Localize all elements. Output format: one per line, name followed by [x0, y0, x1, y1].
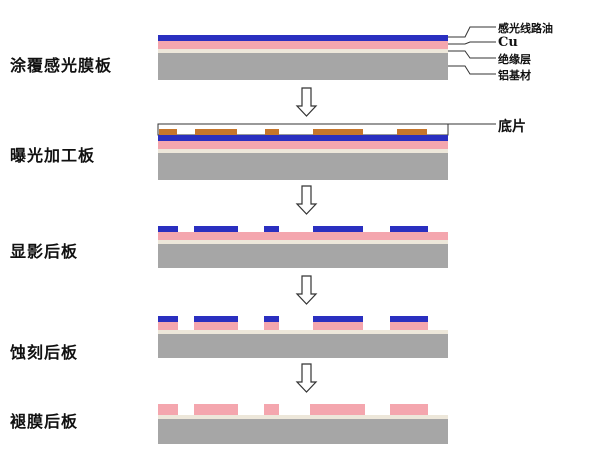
legend-film: 底片 — [498, 119, 526, 135]
legend-copper: Cu — [498, 35, 518, 50]
legend-aluminum: 铝基材 — [498, 69, 531, 82]
resist-pattern — [313, 316, 363, 322]
film-mask-segment — [195, 129, 237, 135]
step5-insulation-layer — [158, 415, 448, 419]
resist-pattern — [264, 316, 279, 322]
step4-aluminum-layer — [158, 334, 448, 358]
copper-trace — [158, 322, 178, 330]
copper-trace — [264, 322, 279, 330]
film-mask-segment — [159, 129, 177, 135]
step3-copper-layer — [158, 232, 448, 240]
arrow-down-icon — [295, 87, 318, 117]
step2-copper-layer — [158, 141, 448, 149]
leader-insulation — [448, 50, 496, 59]
copper-trace — [390, 322, 428, 330]
leader-aluminum — [448, 65, 496, 75]
copper-trace — [264, 404, 279, 415]
copper-trace — [313, 322, 363, 330]
step-label-stripped: 褪膜后板 — [10, 412, 79, 431]
step4-board — [158, 316, 448, 358]
step2-board — [157, 123, 449, 180]
copper-trace — [194, 322, 238, 330]
leader-photoresist — [448, 26, 496, 38]
arrow-down-icon — [295, 275, 318, 305]
step1-copper-layer — [158, 41, 448, 49]
legend-insulation: 绝缘层 — [498, 53, 531, 66]
resist-pattern — [390, 226, 428, 232]
resist-pattern — [194, 316, 238, 322]
step3-aluminum-layer — [158, 244, 448, 268]
copper-trace — [194, 404, 238, 415]
step-label-coating: 涂覆感光膜板 — [10, 56, 113, 75]
step3-board — [158, 226, 448, 268]
copper-trace — [310, 404, 365, 415]
step1-insulation-layer — [158, 49, 448, 53]
legend-leaders — [448, 26, 496, 125]
step2-photoresist-layer — [158, 135, 448, 141]
film-mask-segment — [397, 129, 427, 135]
step3-insulation-layer — [158, 240, 448, 244]
copper-trace — [390, 404, 428, 415]
step2-aluminum-layer — [158, 153, 448, 180]
step4-insulation-layer — [158, 330, 448, 334]
resist-pattern — [158, 226, 178, 232]
step1-aluminum-layer — [158, 53, 448, 80]
resist-pattern — [158, 316, 178, 322]
legend-photoresist: 感光线路油 — [498, 22, 553, 35]
step2-insulation-layer — [158, 149, 448, 153]
leader-copper — [448, 41, 496, 45]
film-mask-segment — [265, 129, 279, 135]
step1-photoresist-layer — [158, 35, 448, 41]
resist-pattern — [194, 226, 238, 232]
resist-pattern — [264, 226, 279, 232]
step-label-exposure: 曝光加工板 — [10, 146, 96, 165]
resist-pattern — [390, 316, 428, 322]
arrow-down-icon — [295, 185, 318, 215]
resist-pattern — [313, 226, 363, 232]
film-mask-segment — [313, 129, 363, 135]
step5-board — [158, 404, 448, 444]
step5-aluminum-layer — [158, 419, 448, 444]
arrow-down-icon — [295, 363, 318, 393]
copper-trace — [158, 404, 178, 415]
step1-board — [158, 35, 448, 80]
step-label-developed: 显影后板 — [10, 242, 79, 261]
step-label-etched: 蚀刻后板 — [10, 343, 79, 362]
